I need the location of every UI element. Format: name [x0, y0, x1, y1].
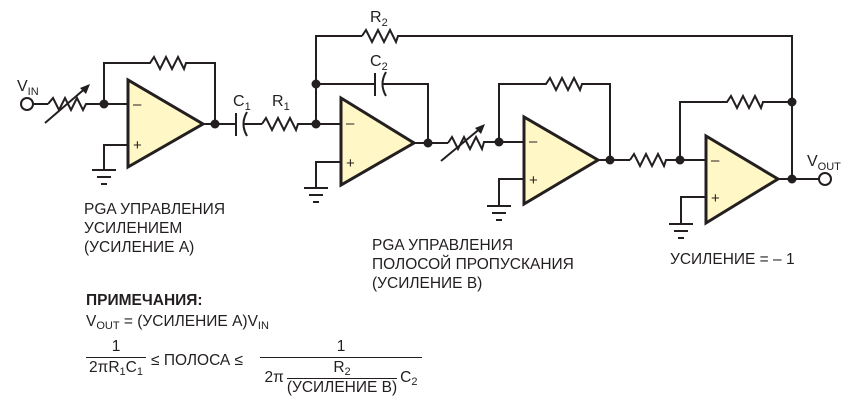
r2-resistor: [361, 27, 793, 179]
variable-resistor-gain: [47, 95, 104, 113]
c2-label: C2: [370, 53, 388, 73]
opamp-2: [339, 95, 417, 188]
feedback-wire: [103, 54, 216, 124]
vout-label: VOUT: [807, 153, 841, 173]
r1-label: R1: [272, 93, 290, 113]
opamp-2-plus: +: [346, 155, 355, 172]
note-fraction-high: 1 2π R2 (УСИЛЕНИЕ В) C2: [260, 338, 422, 397]
node: [210, 119, 220, 129]
r1-resistor: [261, 115, 341, 133]
c1-label: C1: [233, 93, 251, 113]
ground-icon: [304, 187, 328, 203]
opamp-4: [704, 133, 781, 226]
ground-wire: [680, 196, 706, 224]
r2-left-wire: [315, 35, 362, 124]
variable-resistor-bandwidth: [447, 134, 524, 152]
vin-terminal: [20, 97, 34, 111]
arrow-head-icon: [80, 84, 90, 94]
input-resistor: [629, 151, 706, 169]
ground-icon: [92, 169, 116, 185]
fraction-high-numerator: 1: [260, 338, 422, 358]
opamp-2-minus: –: [346, 115, 355, 132]
opamp-1-minus: –: [133, 96, 142, 113]
opamp-1-plus: +: [133, 137, 142, 154]
note-bandwidth-label: ≤ ПОЛОСА ≤: [151, 352, 244, 369]
stage-inverter: – +: [629, 93, 832, 239]
ground-wire: [315, 161, 341, 188]
opamp-3-plus: +: [529, 172, 538, 189]
caption-inverter-gain: УСИЛЕНИЕ = – 1: [670, 251, 795, 268]
inner-fraction: R2 (УСИЛЕНИЕ В): [286, 359, 398, 396]
ground-icon: [669, 223, 693, 239]
stage-pga-gain: – +: [20, 54, 236, 185]
opamp-4-plus: +: [711, 190, 720, 207]
notes-title: ПРИМЕЧАНИЯ:: [86, 292, 203, 309]
opamp-3: [522, 114, 601, 207]
ground-icon: [487, 205, 511, 221]
opamp-1: [126, 77, 206, 170]
c2-term: C2: [400, 368, 418, 388]
node: [787, 97, 797, 107]
stage-filter: R2 C2 – +: [304, 9, 793, 203]
two-pi: 2π: [264, 369, 284, 386]
r2-label: R2: [370, 9, 388, 29]
node: [787, 174, 797, 184]
stage-pga-bandwidth: – +: [440, 75, 630, 221]
note-equation-vout: VOUT = (УСИЛЕНИЕ А)VIN: [86, 313, 269, 332]
variable-resistor-arrow: [44, 85, 89, 124]
ground-wire: [498, 178, 524, 206]
node: [605, 155, 615, 165]
opamp-3-minus: –: [529, 133, 538, 150]
vin-label: VIN: [17, 78, 39, 98]
c1-capacitor: [235, 111, 262, 137]
variable-resistor-arrow: [440, 126, 483, 162]
opamp-4-minus: –: [711, 152, 720, 169]
ground-wire: [103, 144, 128, 170]
node: [423, 138, 433, 148]
arrow-head-icon: [475, 124, 485, 134]
note-fraction-low: 1 2πR1C1: [86, 338, 146, 378]
feedback-wire: [498, 75, 611, 160]
vout-terminal: [818, 172, 832, 186]
feedback-wire: [679, 93, 792, 160]
c2-capacitor: [374, 71, 429, 143]
